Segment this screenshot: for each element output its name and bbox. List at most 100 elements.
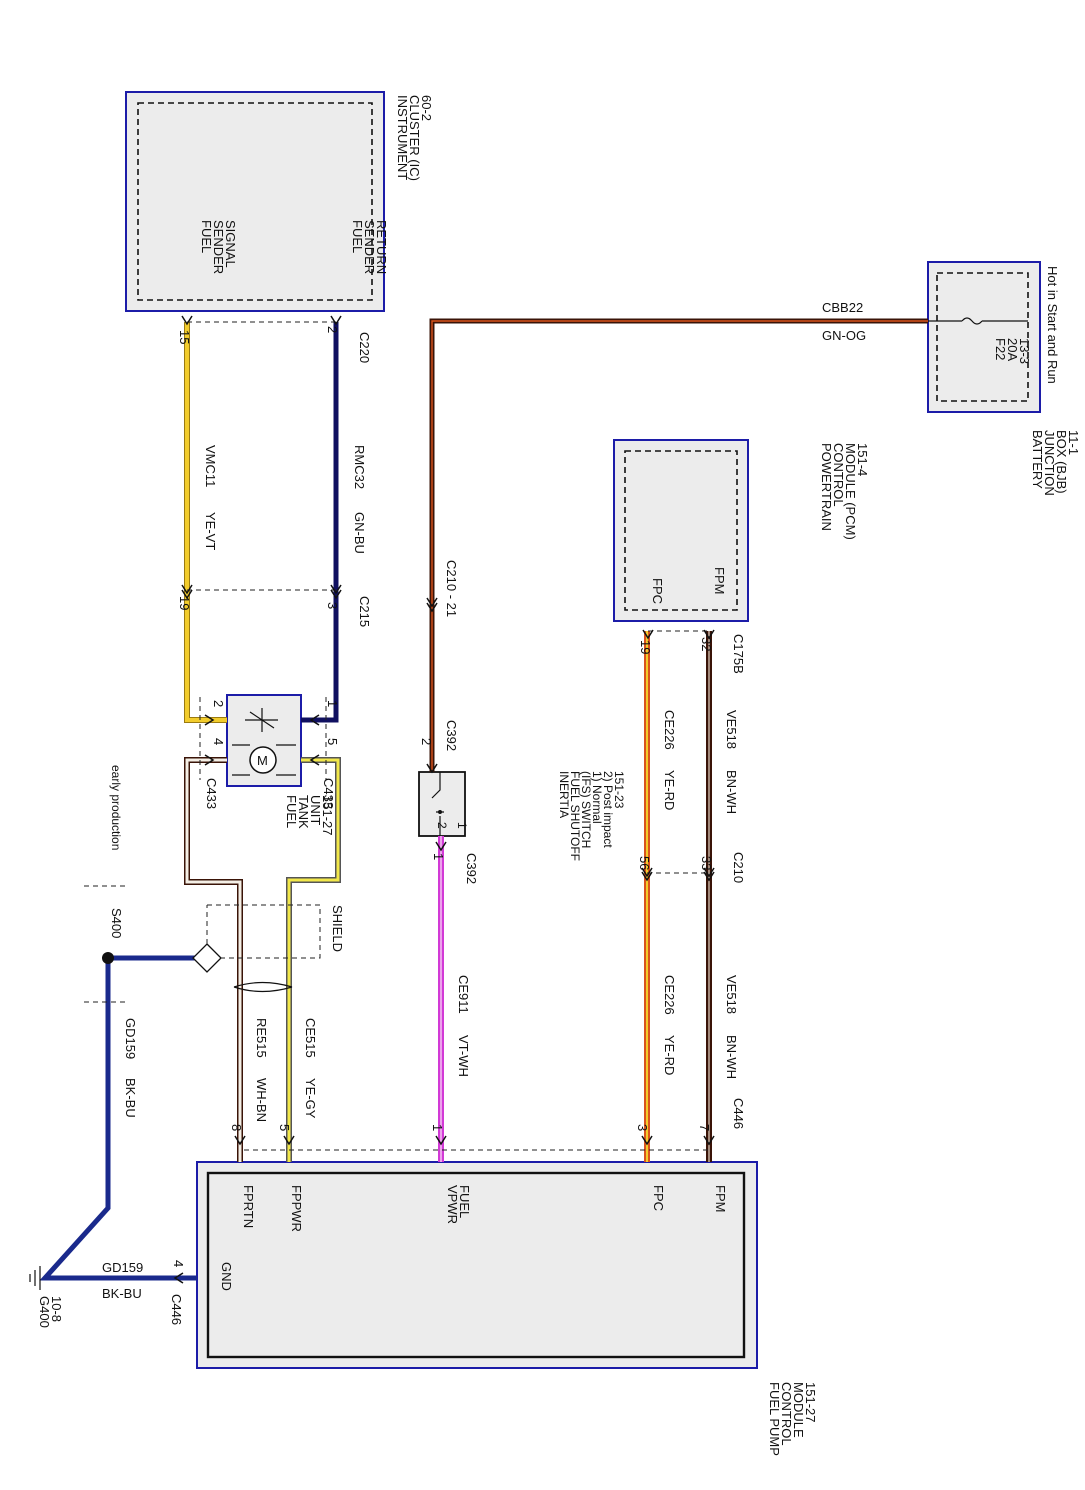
fpcm-pin-fpc: FPC bbox=[651, 1185, 666, 1211]
fpcm-pin-gnd: GND bbox=[219, 1262, 234, 1291]
pcm-name-2: CONTROL bbox=[831, 443, 846, 507]
fuse-label-2: 20A bbox=[1005, 338, 1020, 361]
pin-c446-8: 8 bbox=[229, 1124, 244, 1131]
wire-ce226-color-b: YE-RD bbox=[662, 1035, 677, 1075]
pcm-pin-fpc: FPC bbox=[650, 578, 665, 604]
fpcm-pin-vpwr-1: VPWR bbox=[445, 1185, 460, 1224]
conn-c220: C220 bbox=[357, 332, 372, 363]
ifs-name-2: FUEL SHUTOFF bbox=[568, 771, 582, 861]
ic-name-line2: CLUSTER (IC) bbox=[407, 95, 422, 181]
wire-vmc11-color: YE-VT bbox=[203, 512, 218, 550]
wire-ce515-color: YE-GY bbox=[303, 1078, 318, 1119]
conn-c175b: C175B bbox=[731, 634, 746, 674]
twisted-pair-symbol bbox=[233, 981, 293, 993]
fptu-name-4: 151-27 bbox=[320, 795, 335, 835]
wire-gd159 bbox=[39, 952, 204, 1281]
wire-ce226-circuit-b: CE226 bbox=[662, 975, 677, 1015]
pin-c446-7: 7 bbox=[697, 1124, 712, 1131]
fpcm-pin-fppwr: FPPWR bbox=[289, 1185, 304, 1232]
pin-c215-19: 19 bbox=[177, 596, 192, 610]
conn-c433-right: C433 bbox=[321, 778, 336, 809]
pin-c446-4: 4 bbox=[171, 1260, 186, 1267]
battery-junction-box: Hot in Start and Run BATTERY JUNCTION BO… bbox=[927, 261, 1081, 496]
fuse-f22-symbol bbox=[928, 317, 1028, 325]
conn-c446-top: C446 bbox=[731, 1098, 746, 1129]
wire-ce911-circuit: CE911 bbox=[456, 975, 471, 1014]
fuel-tank-unit: M FUEL TANK UNIT 151-27 bbox=[226, 694, 335, 835]
bjb-name-1: BATTERY bbox=[1030, 430, 1045, 489]
ic-pin-return-3: RETURN bbox=[374, 220, 389, 274]
bjb-name-3: BOX (BJB) bbox=[1054, 430, 1069, 494]
bjb-name-4: 11-1 bbox=[1066, 430, 1081, 455]
wire-vmc11-circuit: VMC11 bbox=[203, 445, 218, 487]
ground-g400-symbol bbox=[29, 1266, 41, 1290]
pcm-name-1: POWERTRAIN bbox=[819, 443, 834, 531]
fuel-pump-motor-symbol bbox=[249, 746, 277, 774]
shield-label: SHIELD bbox=[330, 905, 345, 952]
wire-gd159-circuit-b: GD159 bbox=[102, 1260, 143, 1275]
ic-pin-signal-1: FUEL bbox=[199, 220, 214, 253]
wire-ce226-color-a: YE-RD bbox=[662, 770, 677, 810]
ground-g400: G400 bbox=[37, 1296, 52, 1328]
pin-c446-1: 1 bbox=[430, 1124, 445, 1131]
fpcm-pin-vpwr-2: FUEL bbox=[457, 1185, 472, 1218]
connector-arrows bbox=[173, 315, 715, 1284]
wire-ce226-circuit-a: CE226 bbox=[662, 710, 677, 750]
pin-c392-2: 2 bbox=[419, 738, 434, 745]
wire-ve518-circuit-a: VE518 bbox=[724, 710, 739, 749]
pin-fptu-2: 2 bbox=[211, 700, 226, 707]
ic-pin-return-1: FUEL bbox=[350, 220, 365, 253]
pcm-name-4: 151-4 bbox=[855, 443, 870, 476]
conn-c215: C215 bbox=[357, 596, 372, 627]
wire-cbb22 bbox=[429, 318, 928, 772]
fptu-name-2: TANK bbox=[296, 795, 311, 829]
instrument-cluster: INSTRUMENT CLUSTER (IC) 60-2 FUEL SENDER… bbox=[125, 91, 434, 312]
ifs-name-6: 151-23 bbox=[612, 771, 626, 809]
pin-c210-56: 56 bbox=[637, 856, 652, 870]
wire-cbb22-circuit: CBB22 bbox=[822, 300, 863, 315]
ic-pin-return-2: SENDER bbox=[362, 220, 377, 274]
fpcm-name-3: MODULE bbox=[791, 1382, 806, 1438]
fptu-name-3: UNIT bbox=[308, 795, 323, 825]
ifs-name-3: (IFS) SWITCH bbox=[579, 771, 593, 848]
powertrain-control-module: POWERTRAIN CONTROL MODULE (PCM) 151-4 FP… bbox=[613, 439, 870, 622]
wire-gd159-circuit-a: GD159 bbox=[123, 1018, 138, 1059]
pin-c392-1: 1 bbox=[431, 853, 446, 860]
pin-fptu-4: 4 bbox=[211, 738, 226, 745]
motor-letter: M bbox=[257, 753, 268, 768]
pcm-name-3: MODULE (PCM) bbox=[843, 443, 858, 540]
conn-c392-top: C392 bbox=[444, 720, 459, 751]
conn-c433-left: C433 bbox=[204, 778, 219, 809]
conn-c210-21: C210 - 21 bbox=[444, 560, 459, 617]
fuse-label-3: 13-3 bbox=[1017, 338, 1032, 364]
wire-ve518-circuit-b: VE518 bbox=[724, 975, 739, 1014]
ifs-pin1: 1 bbox=[455, 822, 469, 829]
ifs-name-4: 1) Normal bbox=[590, 771, 604, 824]
ifs-pin2: 2 bbox=[435, 822, 449, 829]
wire-cbb22-color: GN-OG bbox=[822, 328, 866, 343]
conn-c210: C210 bbox=[731, 852, 746, 883]
fuel-sender-resistor-symbol bbox=[245, 708, 278, 732]
ifs-name-5: 2) Post impact bbox=[601, 771, 615, 848]
pin-c175b-32: 32 bbox=[699, 637, 714, 651]
wire-ve518-color-b: BN-WH bbox=[724, 1035, 739, 1079]
splice-s400: S400 bbox=[109, 908, 124, 938]
wire-ve518-color-a: BN-WH bbox=[724, 770, 739, 814]
wire-re515-circuit: RE515 bbox=[254, 1018, 269, 1058]
pin-ic-2: 2 bbox=[325, 326, 340, 333]
pin-c210-33: 33 bbox=[699, 856, 714, 870]
conn-c446-gnd: C446 bbox=[169, 1294, 184, 1325]
fpcm-pin-fprtn: FPRTN bbox=[241, 1185, 256, 1228]
pin-fptu-5: 5 bbox=[325, 738, 340, 745]
wire-gd159-color-b: BK-BU bbox=[102, 1286, 142, 1301]
wire-re515-color: WH-BN bbox=[254, 1078, 269, 1122]
pin-ic-15: 15 bbox=[177, 330, 192, 344]
bjb-name-2: JUNCTION bbox=[1042, 430, 1057, 496]
fuse-label-1: F22 bbox=[993, 338, 1008, 360]
pin-fptu-1: 1 bbox=[325, 700, 340, 707]
wire-rmc32-circuit: RMC32 bbox=[352, 445, 367, 489]
pcm-pin-fpm: FPM bbox=[712, 567, 727, 594]
ic-name-line3: 60-2 bbox=[419, 95, 434, 121]
pin-c446-3: 3 bbox=[635, 1124, 650, 1131]
